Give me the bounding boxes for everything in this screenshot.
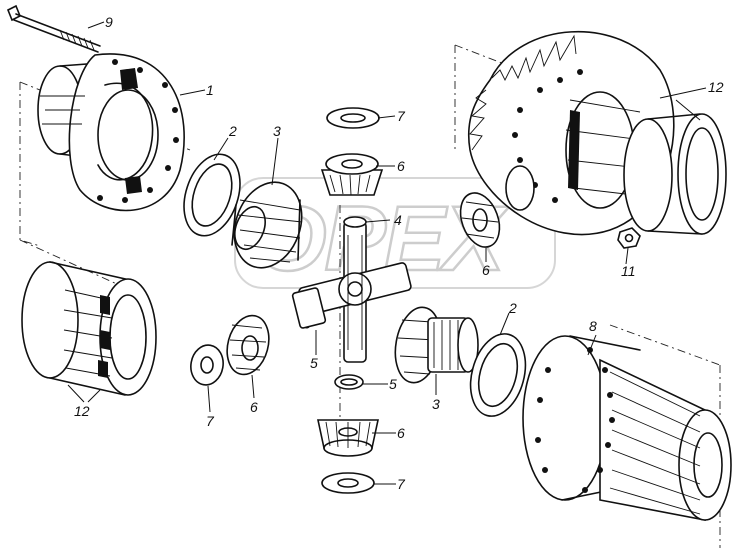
label-7-bottom: 7 (397, 476, 406, 492)
washer-top (326, 107, 380, 129)
label-1: 1 (206, 82, 214, 98)
differential-cup-right (522, 335, 732, 521)
washer-mid-left (190, 344, 224, 386)
label-12-right: 12 (708, 79, 724, 95)
label-2-left: 2 (228, 123, 237, 139)
label-6-right: 6 (482, 262, 490, 278)
thrust-washer-right (469, 333, 527, 417)
pinion-gear-top (320, 153, 384, 196)
side-gear-left (231, 181, 303, 269)
label-8: 8 (589, 318, 597, 334)
roller-bearing-left (21, 261, 157, 396)
differential-cup-left (37, 53, 185, 212)
label-6-left: 6 (250, 399, 258, 415)
nut-part (617, 227, 641, 249)
label-3-left: 3 (273, 123, 281, 139)
side-gear-right (394, 306, 479, 384)
label-5-bottom: 5 (389, 376, 397, 392)
label-4: 4 (394, 212, 402, 228)
label-11: 11 (621, 263, 636, 279)
pinion-gear-right (459, 192, 501, 248)
label-2-right: 2 (508, 300, 517, 316)
label-12-left: 12 (74, 403, 90, 419)
bushing-left (291, 287, 327, 329)
label-9: 9 (105, 14, 113, 30)
pinion-gear-left (226, 314, 270, 376)
part-labels: 9 1 2 3 7 6 4 6 12 11 12 7 6 5 5 3 2 8 6… (74, 14, 724, 492)
label-6-bottom: 6 (397, 425, 405, 441)
label-3-right: 3 (432, 396, 440, 412)
label-7-top: 7 (397, 108, 406, 124)
label-6-top: 6 (397, 158, 405, 174)
leader-lines (67, 21, 707, 485)
thrust-washer-left (183, 153, 241, 237)
roller-bearing-right (623, 113, 727, 235)
label-5-left: 5 (310, 355, 318, 371)
bolt-part (6, 4, 101, 53)
bushing-bottom (334, 374, 364, 390)
washer-bottom (321, 472, 375, 494)
label-7-mid: 7 (206, 413, 215, 429)
pinion-gear-bottom (317, 419, 379, 457)
